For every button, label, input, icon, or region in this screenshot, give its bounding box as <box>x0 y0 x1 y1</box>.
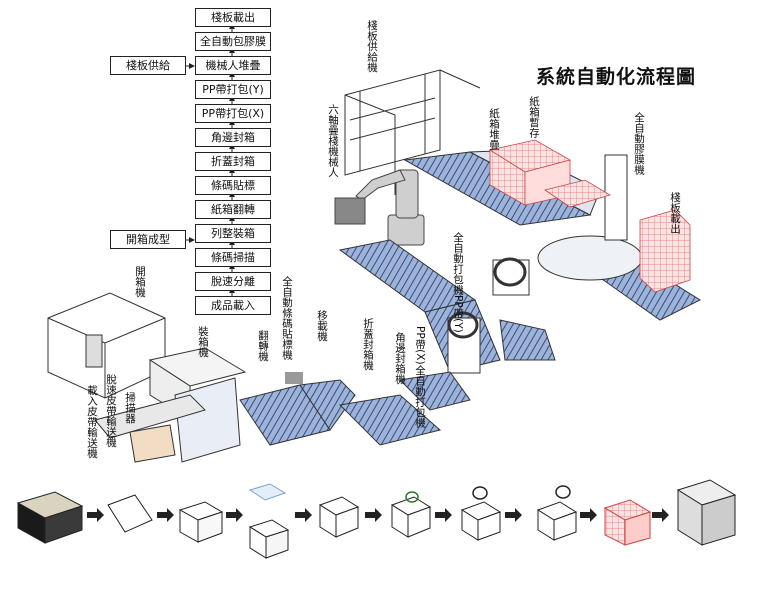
pallet-supply-tower <box>344 69 481 195</box>
flow-step-2: 全自動包膠膜 <box>195 32 271 51</box>
label-scanner: 掃描器 <box>124 392 136 424</box>
label-flipping-machine: 翻轉機 <box>257 330 269 362</box>
label-pallet-out: 棧板載出 <box>669 192 681 234</box>
flow-step-6: 角邊封箱 <box>195 128 271 147</box>
middle-conveyors <box>338 239 556 374</box>
label-loading-belt-conveyor: 載入皮帶輸送機 <box>86 385 98 459</box>
label-decel-belt-conveyor: 脫速皮帶輸送機 <box>105 374 117 448</box>
box-opening-machine <box>47 292 166 399</box>
label-pp-strap-x: PP帶(X)全自動打包機 <box>414 326 426 428</box>
label-box-stacking: 紙箱堆疊 <box>488 108 500 150</box>
bottom-arrows <box>87 508 669 522</box>
flow-step-11: 條碼掃描 <box>195 248 271 267</box>
label-packing-machine: 裝箱機 <box>197 326 209 358</box>
label-auto-pp-strap-y: 全自動打包機PP帶(Y) <box>452 232 464 333</box>
flow-step-7: 折蓋封箱 <box>195 152 271 171</box>
flow-step-5: PP帶打包(X) <box>195 104 271 123</box>
stacked-boxes <box>488 139 691 293</box>
diagram-title: 系統自動化流程圖 <box>536 66 697 88</box>
six-axis-robot <box>334 169 425 246</box>
flow-step-4: PP帶打包(Y) <box>195 80 271 99</box>
label-auto-barcode-labeler: 全自動條碼貼標機 <box>281 276 293 360</box>
label-transfer-machine: 移載機 <box>316 310 328 342</box>
side-input-pallet-supply: 棧板供給 <box>110 56 186 75</box>
label-fold-sealing-machine: 折蓋封箱機 <box>362 318 374 371</box>
flow-step-9: 紙箱翻轉 <box>195 200 271 219</box>
flow-step-1: 棧板載出 <box>195 8 271 27</box>
strap-rings <box>405 485 571 503</box>
label-pallet-supply-machine: 棧板供給機 <box>366 20 378 73</box>
label-auto-wrapping-machine: 全自動膠膜機 <box>633 112 645 175</box>
flow-step-12: 脫速分離 <box>195 272 271 291</box>
label-corner-sealing-machine: 角邊封箱機 <box>394 332 406 385</box>
bottom-boxes <box>16 479 737 559</box>
lower-conveyors <box>94 371 471 463</box>
flow-step-10: 列整裝箱 <box>195 224 271 243</box>
flow-step-8: 條碼貼標 <box>195 176 271 195</box>
label-six-axis-robot: 六軸疊棧機械人 <box>327 104 339 178</box>
label-box-opening-machine: 開箱機 <box>134 266 146 298</box>
label-box-temp-storage: 紙箱暫存 <box>528 96 540 138</box>
flow-step-3: 機械人堆疊 <box>195 56 271 75</box>
side-input-box-forming: 開箱成型 <box>110 230 186 249</box>
flow-step-13: 成品載入 <box>195 296 271 315</box>
flow-arrows <box>185 23 235 296</box>
